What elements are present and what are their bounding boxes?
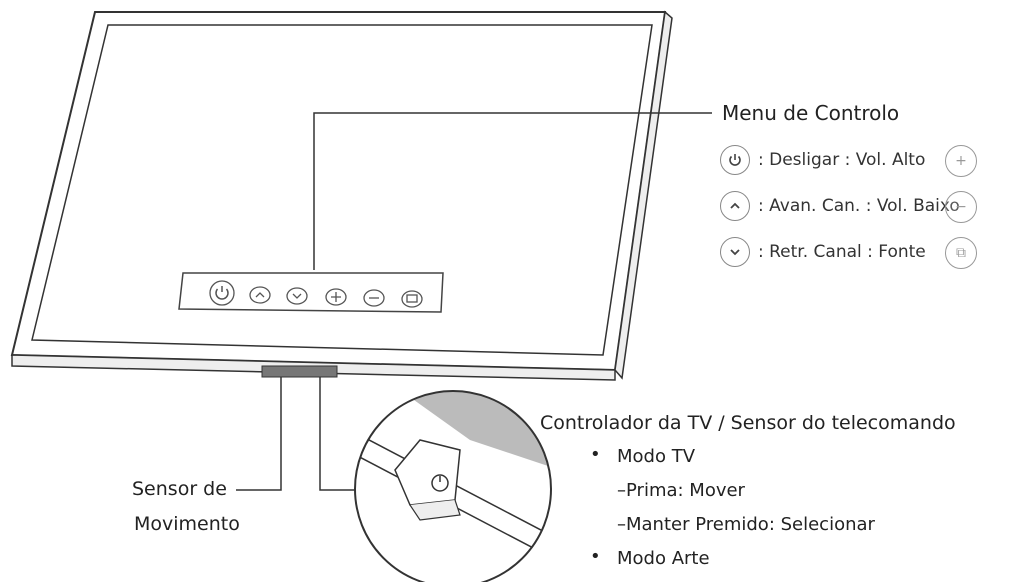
bullet-dot-1: •	[590, 444, 601, 465]
sub-manter: –Manter Premido: Selecionar	[617, 514, 875, 535]
menu-leader-line	[313, 112, 712, 270]
menu-title: Menu de Controlo	[722, 101, 900, 125]
motion-sensor-leader	[236, 377, 282, 491]
panel-plus-button	[325, 288, 347, 306]
panel-minus-button	[363, 289, 385, 307]
panel-power-button	[209, 280, 235, 306]
minus-icon: −	[945, 191, 977, 223]
motion-sensor-line2: Movimento	[134, 513, 240, 535]
zoom-circle-outline	[354, 390, 552, 586]
zoom-detail	[355, 391, 551, 586]
panel-down-button	[286, 287, 308, 305]
panel-source-button	[401, 290, 423, 308]
plus-icon: +	[945, 145, 977, 177]
legend-item-down: : Retr. Canal : Fonte	[720, 234, 926, 270]
bullet-modo-arte: Modo Arte	[617, 548, 710, 569]
motion-sensor-line1: Sensor de	[132, 478, 227, 500]
panel-up-button	[249, 286, 271, 304]
controller-title: Controlador da TV / Sensor do telecomand…	[540, 412, 956, 434]
tv-frame-side	[614, 10, 673, 380]
sensor-tab	[261, 365, 338, 378]
legend-item-power: : Desligar : Vol. Alto	[720, 142, 925, 178]
bullet-modo-tv: Modo TV	[617, 446, 696, 467]
power-icon	[720, 145, 750, 175]
chevron-up-icon	[720, 191, 750, 221]
panel-buttons	[209, 280, 423, 308]
chevron-down-icon	[720, 237, 750, 267]
bullet-dot-2: •	[590, 546, 601, 567]
legend-item-up: : Avan. Can. : Vol. Baixo	[720, 188, 960, 224]
control-panel	[178, 272, 444, 313]
legend-text-down: : Retr. Canal : Fonte	[758, 242, 926, 262]
source-icon: ⧉	[945, 237, 977, 269]
legend-text-power: : Desligar : Vol. Alto	[758, 150, 926, 170]
sub-prima: –Prima: Mover	[617, 480, 745, 501]
legend-text-up: : Avan. Can. : Vol. Baixo	[758, 196, 960, 216]
